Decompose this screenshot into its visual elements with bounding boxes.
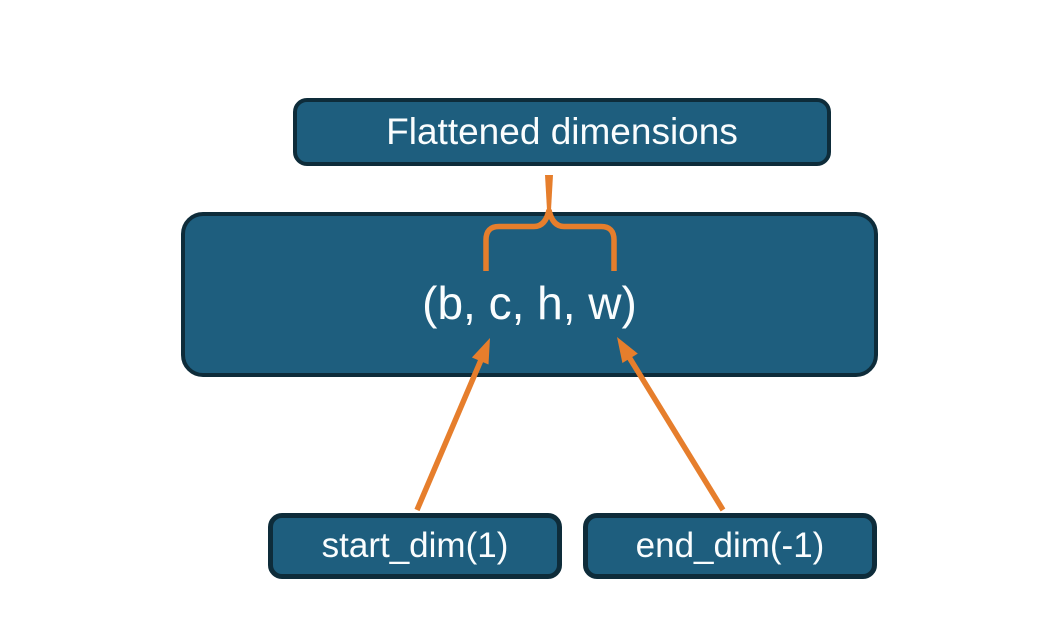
start-dim-arrow-line [414, 358, 484, 512]
tensor-shape-label: (b, c, h, w) [422, 276, 637, 329]
end-dim-label: end_dim(-1) [635, 526, 825, 565]
start-dim-box: start_dim(1) [268, 513, 562, 579]
tensor-shape-box: (b, c, h, w) [181, 212, 878, 377]
end-dim-box: end_dim(-1) [583, 513, 877, 579]
flattened-dimensions-label: Flattened dimensions [386, 111, 738, 152]
end-dim-arrow-line [626, 355, 726, 512]
flattened-dimensions-box: Flattened dimensions [293, 98, 831, 166]
brace-stem [545, 175, 553, 210]
start-dim-label: start_dim(1) [321, 526, 509, 565]
